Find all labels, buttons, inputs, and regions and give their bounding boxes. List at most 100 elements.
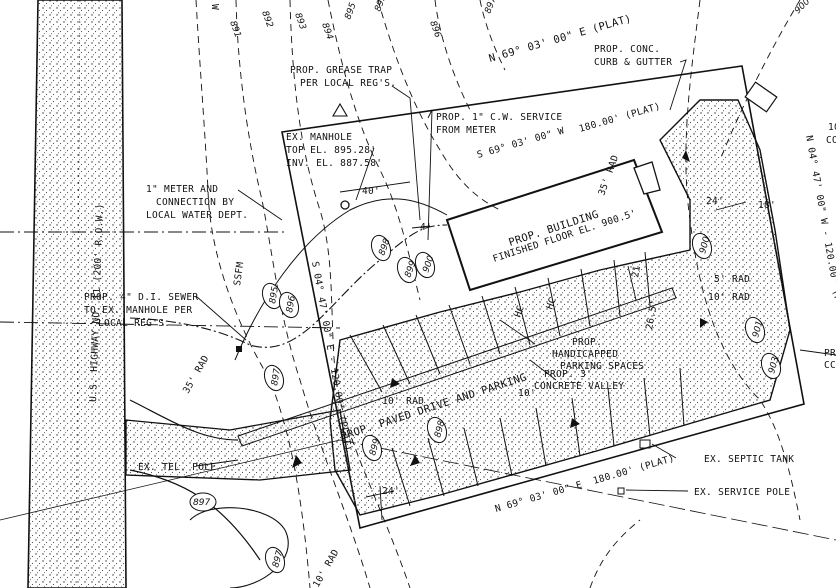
contour-label-896: 896 xyxy=(285,295,298,314)
manhole-line-3: INV. EL. 887.58' xyxy=(286,158,382,169)
hc-label-b: HC xyxy=(544,296,558,311)
dimension-lines xyxy=(339,181,747,521)
valley-line-2: CONCRETE VALLEY xyxy=(534,381,624,392)
dim-5-rad: 5' RAD xyxy=(714,274,750,285)
curb-curve-entrance-2 xyxy=(129,469,261,561)
dim-18: 18' xyxy=(758,200,776,211)
contour-label-ovals xyxy=(189,232,782,574)
annotation-cw-service: PROP. 1" C.W. SERVICE FROM METER xyxy=(436,112,562,136)
annotation-meter: 1" METER AND CONNECTION BY LOCAL WATER D… xyxy=(146,184,248,221)
cw-service-line-2: FROM METER xyxy=(436,125,496,136)
pole-circle xyxy=(189,507,289,588)
sewer-line-1: PROP. 4" D.I. SEWER xyxy=(84,292,198,303)
manhole-line-2: TOP EL. 895.28' xyxy=(286,145,376,156)
existing-sewer-line xyxy=(0,321,341,329)
handicap-line-1: PROP. xyxy=(572,337,602,348)
ssfm-label: SSFM xyxy=(232,261,246,286)
paved-parking-area xyxy=(329,99,791,516)
contour-893: 893 xyxy=(292,12,307,32)
valley-line-1: PROP. 3' xyxy=(544,369,592,380)
concrete-valley xyxy=(237,287,677,447)
contour-896: 896 xyxy=(427,20,442,40)
water-meter-symbol xyxy=(236,346,242,352)
annotation-manhole: EX. MANHOLE TOP EL. 895.28' INV. EL. 887… xyxy=(286,132,382,169)
grease-trap-line-2: PER LOCAL REG'S. xyxy=(300,78,396,89)
manhole-symbol xyxy=(340,200,350,210)
dim-10-rad-b: 10' RAD xyxy=(708,292,750,303)
bearing-bldg-dist: 180.00' (PLAT) xyxy=(578,101,662,135)
tel-pole-label: EX. TEL. POLE xyxy=(138,462,216,473)
annotation-grease-trap: PROP. GREASE TRAP PER LOCAL REG'S. xyxy=(290,65,396,89)
sewer-line-2: TO EX. MANHOLE PER xyxy=(84,305,192,316)
edge-fragment-right-1: 10 xyxy=(828,122,836,133)
dim-10-rad-a: 10' RAD xyxy=(382,396,424,407)
flow-arrows xyxy=(292,150,760,468)
grease-trap-line-1: PROP. GREASE TRAP xyxy=(290,65,392,76)
parking-stripes-upper xyxy=(349,251,651,393)
proposed-water-service xyxy=(234,198,448,361)
contour-label-897b: 897 xyxy=(193,498,210,508)
highway-row-strip xyxy=(27,0,127,588)
cw-service-line-1: PROP. 1" C.W. SERVICE xyxy=(436,112,562,123)
conc-curb-line-1: PROP. CONC. xyxy=(594,44,660,55)
manhole-line-1: EX. MANHOLE xyxy=(286,132,352,143)
dim-10: 10' xyxy=(518,388,536,399)
leader-lines xyxy=(195,59,836,492)
meter-line-3: LOCAL WATER DEPT. xyxy=(146,210,248,221)
contour-label-903: 903 xyxy=(767,355,781,374)
service-pole-label: EX. SERVICE POLE xyxy=(694,487,790,498)
highway-centerline xyxy=(75,0,81,588)
septic-tank-symbol xyxy=(639,439,651,449)
septic-label: EX. SEPTIC TANK xyxy=(704,454,794,465)
contour-891: 891 xyxy=(227,20,242,40)
sewer-line-3: LOCAL REG'S. xyxy=(98,318,170,329)
dim-4: 4' xyxy=(420,222,432,233)
contour-label-898b: 898 xyxy=(433,419,447,438)
dim-40: 40' xyxy=(362,186,380,197)
conc-curb-line-2: CURB & GUTTER xyxy=(594,57,672,68)
edge-fragment-right-4: CC xyxy=(824,360,836,371)
overhead-line xyxy=(0,439,341,521)
dim-35-rad: 35' RAD xyxy=(181,354,212,396)
annotation-handicap: PROP. HANDICAPPED PARKING SPACES xyxy=(552,337,644,372)
contour-label-895: 895 xyxy=(268,286,281,305)
contour-lines xyxy=(195,0,801,588)
building-entry-bump xyxy=(633,161,661,195)
dim-24-a: 24' xyxy=(706,196,724,207)
meter-line-1: 1" METER AND xyxy=(146,184,218,195)
edge-fragment-right-2: CO xyxy=(826,135,836,146)
handicap-line-3: PARKING SPACES xyxy=(560,361,644,372)
overhead-line-2 xyxy=(339,439,836,541)
hc-label-a: HC xyxy=(512,304,526,319)
contour-897: 897 xyxy=(483,0,498,15)
contour-892: 892 xyxy=(259,10,274,30)
contour-label-899b: 899 xyxy=(368,437,382,456)
proposed-building xyxy=(445,158,664,292)
annotation-valley: PROP. 3' CONCRETE VALLEY xyxy=(534,369,624,392)
dim-26: 26.5' xyxy=(644,299,660,331)
dim-24-b: 24' xyxy=(382,486,400,497)
handicap-line-2: HANDICAPPED xyxy=(552,349,618,360)
contour-895b: 895 xyxy=(373,0,388,13)
contour-894: 894 xyxy=(319,22,334,42)
dim-21: 21' xyxy=(630,259,644,279)
contour-label-897c: 897 xyxy=(271,549,285,568)
contour-label-901: 901 xyxy=(751,320,765,339)
curb-curve-entrance xyxy=(129,399,239,441)
grease-trap-symbol xyxy=(332,102,348,117)
contour-900: 900 xyxy=(793,0,812,16)
annotation-conc-curb: PROP. CONC. CURB & GUTTER xyxy=(594,44,672,68)
proposed-sewer-line xyxy=(129,224,448,348)
edge-fragment-top: W xyxy=(209,4,220,10)
dumpster-pad xyxy=(744,81,778,113)
bearing-bottom: N 69° 03' 00" E xyxy=(494,479,584,514)
meter-line-2: CONNECTION BY xyxy=(156,197,234,208)
edge-fragment-right-3: PR xyxy=(824,348,836,359)
service-pole-symbol xyxy=(617,487,625,495)
contour-895: 895 xyxy=(343,1,358,21)
bearing-bottom-dist: 180.00' (PLAT) xyxy=(592,453,676,487)
contour-label-900b: 900 xyxy=(698,235,712,254)
dim-10-rad-c: 10' RAD xyxy=(311,548,342,588)
bearing-right: N 04° 47' 00" W - 120.00' (P xyxy=(803,135,836,303)
